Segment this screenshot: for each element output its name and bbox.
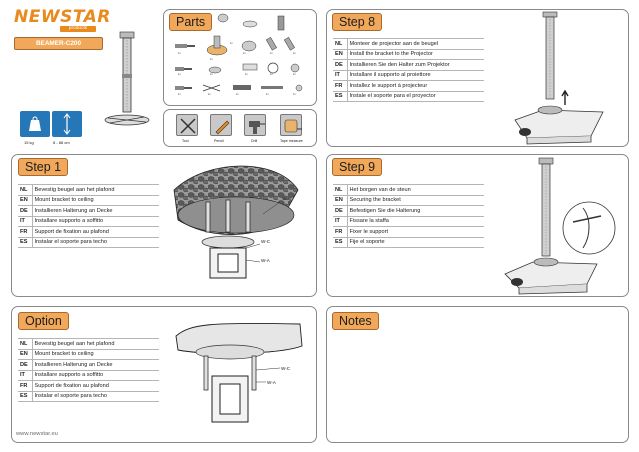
pencil-icon (210, 114, 232, 136)
part-label: 1x (245, 73, 248, 76)
part-label: 1x (178, 93, 181, 96)
callout-w-a: W-A (261, 258, 270, 263)
part-label: 1x (210, 58, 213, 61)
callout-w-c: W-C (261, 239, 271, 244)
brand-sub: products (60, 26, 96, 32)
part-label: 1x (210, 73, 213, 76)
step9-illustration (504, 157, 616, 295)
height-range-label: 8 - 88 cm (53, 140, 70, 145)
part-label: 1x (230, 42, 233, 45)
model-badge: BEAMER-C200 (14, 37, 103, 50)
part-label: 1x (208, 93, 211, 96)
part-label: 1x (293, 52, 296, 55)
notes-title: Notes (332, 312, 379, 330)
footer-url[interactable]: www.newstar.eu (16, 431, 58, 437)
weight-label: 15 kg (24, 140, 34, 145)
step8-illustration (514, 11, 604, 145)
parts-title: Parts (169, 13, 213, 31)
callout-w-c: W-C (281, 366, 291, 371)
tool-icon (176, 114, 198, 136)
drill-icon (244, 114, 266, 136)
option-title: Option (18, 312, 69, 330)
part-label: 1x (236, 93, 239, 96)
drill-label: Drill (251, 139, 258, 143)
tool-label: Tool (182, 139, 189, 143)
part-label: 1x (270, 73, 273, 76)
pencil-label: Pencil (214, 139, 224, 143)
part-label: 1x (270, 52, 273, 55)
product-mount-illustration (104, 31, 150, 126)
part-label: 1x (266, 93, 269, 96)
callout-w-b: W-B (282, 196, 291, 201)
callout-w-a: W-A (267, 380, 276, 385)
step1-title: Step 1 (18, 158, 69, 176)
brand-logo: NEWSTAR products (14, 9, 114, 32)
part-label: 1x (293, 93, 296, 96)
parts-illustration (175, 13, 303, 92)
tape-measure-label: Tape measure (280, 139, 303, 143)
weight-icon (20, 111, 50, 137)
brand-name: NEWSTAR (14, 7, 111, 27)
step9-title: Step 9 (332, 158, 383, 176)
part-label: 1x (178, 73, 181, 76)
part-label: 1x (293, 73, 296, 76)
part-label: 1x (243, 52, 246, 55)
step8-title: Step 8 (332, 13, 383, 31)
option-illustration (175, 322, 303, 423)
tape-measure-icon (280, 114, 302, 136)
height-range-icon (52, 111, 82, 137)
part-label: 1x (178, 52, 181, 55)
step1-illustration (173, 165, 299, 279)
